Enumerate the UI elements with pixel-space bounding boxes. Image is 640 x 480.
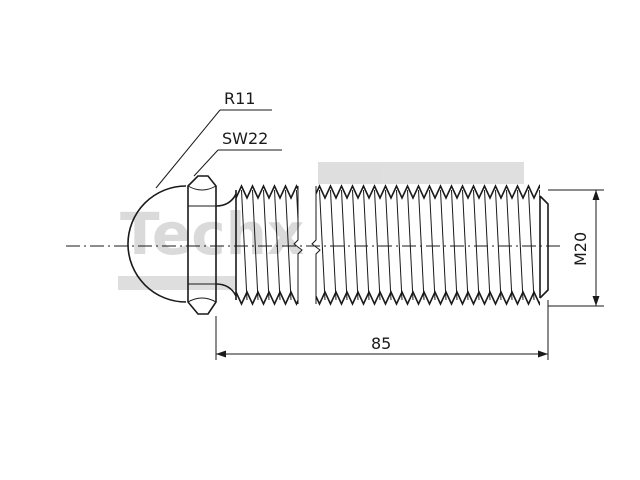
thread-teeth-bottom xyxy=(316,290,540,306)
thread-teeth-top xyxy=(236,184,298,200)
thread-flank-line xyxy=(263,189,270,301)
break-line-left xyxy=(293,186,303,304)
leader-sw22-line xyxy=(193,149,219,177)
thread-flank-line xyxy=(451,189,458,301)
thread-flank-line xyxy=(418,189,425,301)
watermark-bar-top xyxy=(318,162,524,184)
total-length-label: 85 xyxy=(371,334,391,353)
thread-flank-line xyxy=(517,189,524,301)
thread-flank-line xyxy=(319,189,326,301)
thread-flank-line xyxy=(462,189,469,301)
wrench-size-label: SW22 xyxy=(222,129,268,148)
thread-flank-line xyxy=(473,189,480,301)
length-dimension: 85 xyxy=(215,300,549,360)
thread-flank-line xyxy=(407,189,414,301)
shank-neck xyxy=(215,193,237,297)
thread-size-label: M20 xyxy=(571,232,590,266)
thread-flank-line xyxy=(285,189,292,301)
thread-flank-line xyxy=(506,189,513,301)
thread-flank-lines xyxy=(241,189,298,301)
thread-flank-line xyxy=(440,189,447,301)
thread-flank-line xyxy=(385,189,392,301)
ball-radius-label: R11 xyxy=(224,89,255,108)
thread-flank-line xyxy=(330,189,337,301)
thread-flank-line xyxy=(495,189,502,301)
leader-r11: R11 xyxy=(155,89,272,189)
thread-flank-line xyxy=(528,189,535,301)
thread-flank-lines xyxy=(319,189,540,301)
hex-nut-outline xyxy=(187,175,217,315)
thread-teeth-top xyxy=(316,184,540,200)
thread-flank-line xyxy=(341,189,348,301)
thread-flank-line xyxy=(429,189,436,301)
thread-flank-line xyxy=(296,189,298,231)
thread-dimension: M20 xyxy=(548,189,604,307)
leader-sw22: SW22 xyxy=(193,129,282,177)
thread-flank-line xyxy=(363,189,370,301)
watermark-bar-bottom xyxy=(118,276,236,290)
leader-r11-line xyxy=(155,109,221,189)
hex-nut-arc-top xyxy=(187,185,217,191)
thread-section-left xyxy=(236,184,298,306)
hex-nut xyxy=(187,175,217,315)
watermark: Techx xyxy=(118,162,524,290)
break-line-right xyxy=(311,186,321,304)
thread-flank-line xyxy=(396,189,403,301)
thread-section-right xyxy=(316,184,540,306)
thread-flank-line xyxy=(374,189,381,301)
thread-end-chamfer xyxy=(539,195,549,299)
thread-flank-line xyxy=(274,189,281,301)
ball-head xyxy=(127,185,187,303)
thread-flank-line xyxy=(241,189,248,301)
thread-flank-line xyxy=(484,189,491,301)
watermark-text: Techx xyxy=(120,200,304,268)
thread-flank-line xyxy=(352,189,359,301)
hex-nut-arc-bottom xyxy=(187,297,217,303)
thread-flank-line xyxy=(252,189,259,301)
